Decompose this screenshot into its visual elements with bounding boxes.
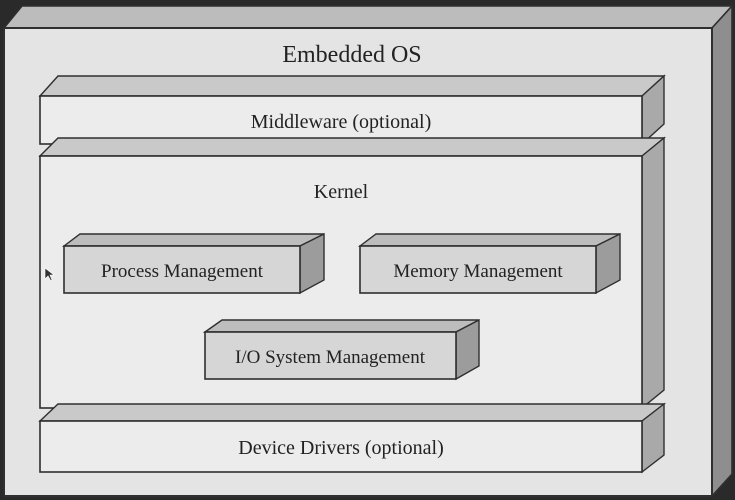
memory-management-top-face	[357, 233, 621, 247]
embedded-os-top-face	[2, 5, 734, 29]
memory-management-label: Memory Management	[393, 261, 563, 282]
middleware-layer: Middleware (optional)	[38, 74, 666, 146]
mouse-cursor-icon	[44, 267, 55, 282]
device-drivers-layer: Device Drivers (optional)	[38, 402, 667, 474]
middleware-label: Middleware (optional)	[251, 111, 432, 133]
io-system-management-top-face	[202, 319, 480, 333]
middleware-top-face	[38, 75, 666, 97]
memory-management-front-face	[359, 245, 597, 294]
process-management-top-face	[61, 233, 325, 247]
device-drivers-top-face	[38, 403, 667, 422]
kernel-label: Kernel	[314, 181, 369, 203]
device-drivers-front-face	[39, 420, 643, 473]
process-management-label: Process Management	[101, 261, 264, 282]
io-system-management-front-face	[204, 331, 457, 380]
middleware-front-face	[39, 95, 643, 145]
device-drivers-label: Device Drivers (optional)	[238, 437, 443, 459]
process-management-front-face	[63, 245, 301, 294]
embedded-os-title: Embedded OS	[282, 42, 421, 68]
process-management-box: Process Management	[61, 232, 325, 295]
kernel-side-face	[641, 136, 665, 410]
io-system-management-box: I/O System Management	[202, 318, 480, 381]
kernel-top-face	[38, 137, 666, 157]
memory-management-box: Memory Management	[357, 232, 621, 295]
io-system-management-label: I/O System Management	[235, 347, 426, 368]
embedded-os-side-face	[711, 3, 733, 499]
